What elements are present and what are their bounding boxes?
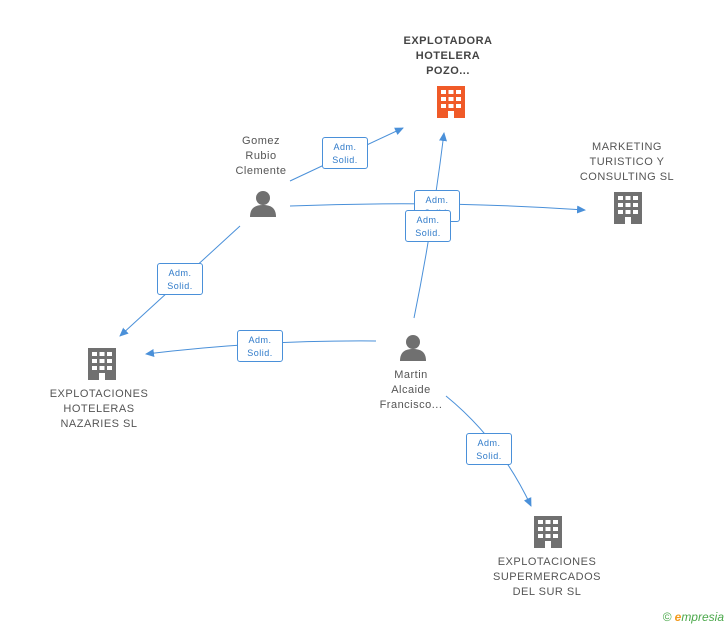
marketing-building-icon[interactable]	[614, 192, 642, 224]
edge-badge-martin-explotadora: Adm. Solid.	[405, 210, 451, 242]
brand-name: mpresia	[681, 610, 724, 624]
gomez-label[interactable]: Gomez Rubio Clemente	[235, 135, 287, 177]
martin-person-icon[interactable]	[400, 335, 426, 361]
brand-e: e	[674, 610, 682, 624]
copyright-icon: ©	[662, 610, 672, 624]
explotadora-building-icon[interactable]	[437, 86, 465, 118]
marketing-label[interactable]: MARKETING TURISTICO Y CONSULTING SL	[579, 141, 675, 183]
nazaries-building-icon[interactable]	[88, 348, 116, 380]
edge-badge-gomez-explotadora: Adm. Solid.	[322, 137, 368, 169]
edge-badge-martin-nazaries: Adm. Solid.	[237, 330, 283, 362]
supermercados-label[interactable]: EXPLOTACIONES SUPERMERCADOS DEL SUR SL	[493, 556, 601, 598]
edge-badge-gomez-nazaries: Adm. Solid.	[157, 263, 203, 295]
gomez-person-icon[interactable]	[250, 191, 276, 217]
empresia-logo: ©empresia	[663, 610, 724, 624]
supermercados-building-icon[interactable]	[534, 516, 562, 548]
nazaries-label[interactable]: EXPLOTACIONES HOTELERAS NAZARIES SL	[49, 388, 149, 430]
edge-badge-martin-supermercados: Adm. Solid.	[466, 433, 512, 465]
explotadora-label[interactable]: EXPLOTADORA HOTELERA POZO...	[403, 35, 493, 77]
martin-label[interactable]: Martin Alcaide Francisco...	[379, 369, 443, 411]
